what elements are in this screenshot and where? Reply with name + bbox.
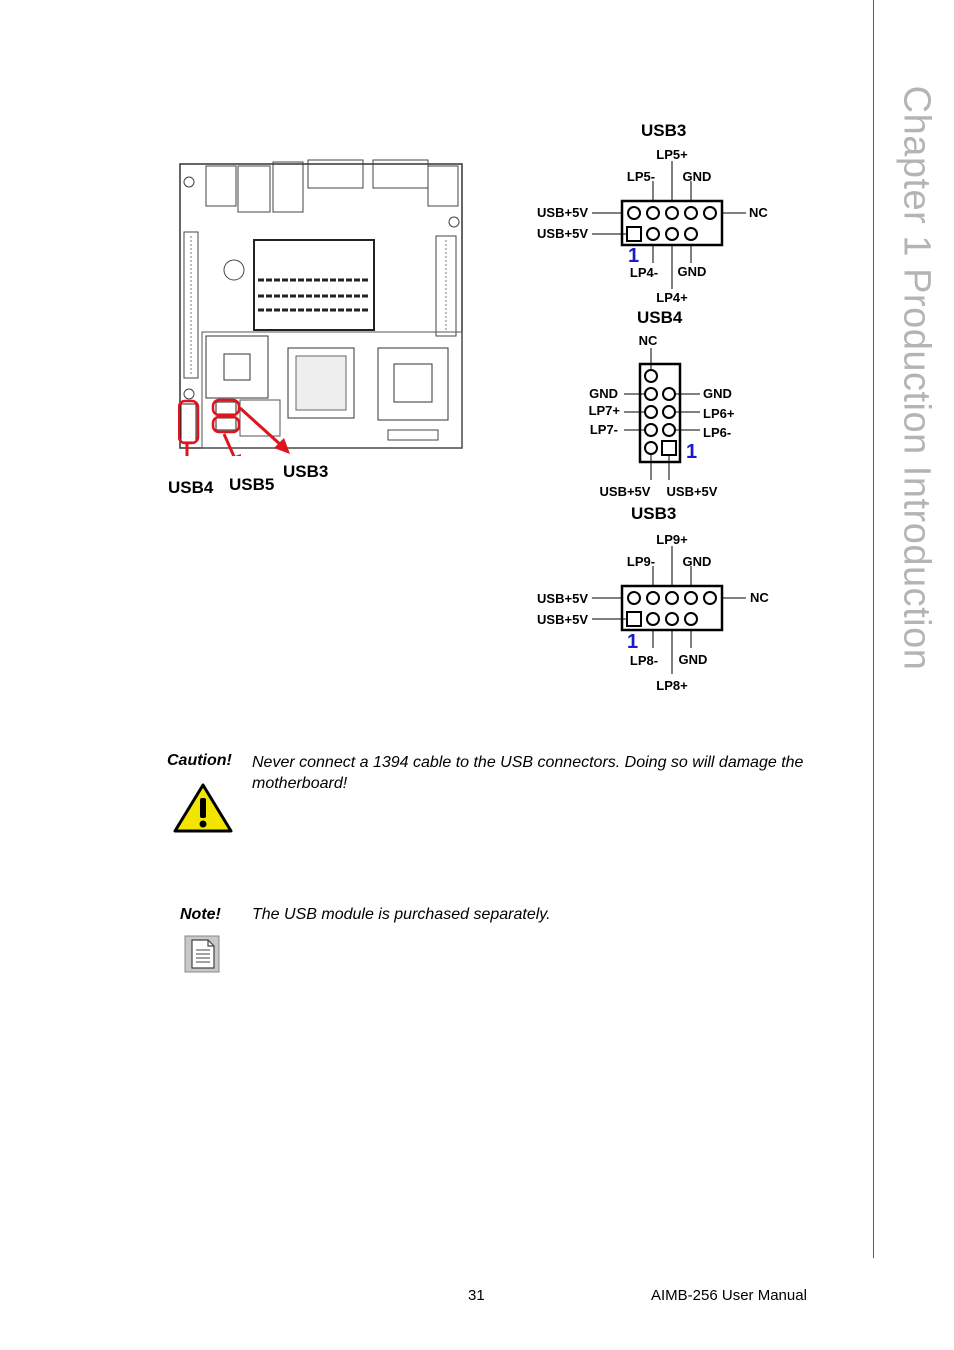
pin1-marker: 1 (686, 441, 697, 463)
board-label-usb3: USB3 (283, 462, 329, 481)
pin-label: USB+5V (537, 226, 588, 241)
pin-label: LP7+ (589, 403, 621, 418)
pin-label: LP6- (703, 425, 731, 440)
pin-label: GND (683, 554, 712, 569)
pin-label: USB+5V (667, 484, 718, 499)
manual-title: AIMB-256 User Manual (651, 1287, 807, 1304)
caution-label: Caution! (167, 752, 232, 769)
pin-label: LP6+ (703, 406, 735, 421)
pin-label: LP5+ (656, 147, 688, 162)
caution-text: Never connect a 1394 cable to the USB co… (252, 754, 804, 792)
usb3-pinout-bottom: LP9+ LP9- GND USB+5V USB+5V NC LP8- GND … (537, 532, 769, 692)
motherboard-diagram (178, 159, 463, 456)
usb4-pinout: NC GND LP7+ LP7- GND LP6+ LP6- USB+5V US… (589, 333, 735, 499)
note-text: The USB module is purchased separately. (252, 906, 551, 923)
chapter-title: Chapter 1 Production Introduction (895, 85, 938, 671)
pin-label: LP8- (630, 653, 658, 668)
pin-label: GND (683, 169, 712, 184)
note-label: Note! (180, 906, 221, 923)
connector-mid-title: USB4 (637, 308, 683, 327)
side-rule (873, 0, 874, 1258)
pin-label: NC (749, 205, 768, 220)
pin1-marker: 1 (627, 631, 638, 653)
pin-label: USB+5V (600, 484, 651, 499)
pin-label: USB+5V (537, 612, 588, 627)
pin-label: NC (750, 590, 769, 605)
board-label-usb4: USB4 (168, 478, 214, 497)
warning-icon (173, 783, 233, 833)
pin-label: LP4+ (656, 290, 688, 305)
pin-label: LP9+ (656, 532, 688, 547)
pin-label: GND (679, 652, 708, 667)
pin-label: GND (678, 264, 707, 279)
pin1-marker: 1 (628, 245, 639, 267)
pin-label: USB+5V (537, 205, 588, 220)
pin-label: LP8+ (656, 678, 688, 692)
connector-bot-title: USB3 (631, 504, 677, 523)
pin-label: GND (703, 386, 732, 401)
pin-label: LP5- (627, 169, 655, 184)
page-number: 31 (468, 1287, 485, 1304)
chapter-tab: Chapter 1 Production Introduction (892, 85, 940, 671)
pin-label: USB+5V (537, 591, 588, 606)
pin-label: NC (639, 333, 658, 348)
pin-label: GND (589, 386, 618, 401)
board-label-usb5: USB5 (229, 475, 275, 494)
pin-label: LP4- (630, 265, 658, 280)
document-icon (184, 935, 220, 973)
pin-label: LP7- (590, 422, 618, 437)
connector-top-title: USB3 (641, 121, 687, 140)
usb3-pinout-top: LP5+ LP5- GND USB+5V USB+5V NC LP4- GND … (537, 147, 768, 305)
pin-label: LP9- (627, 554, 655, 569)
